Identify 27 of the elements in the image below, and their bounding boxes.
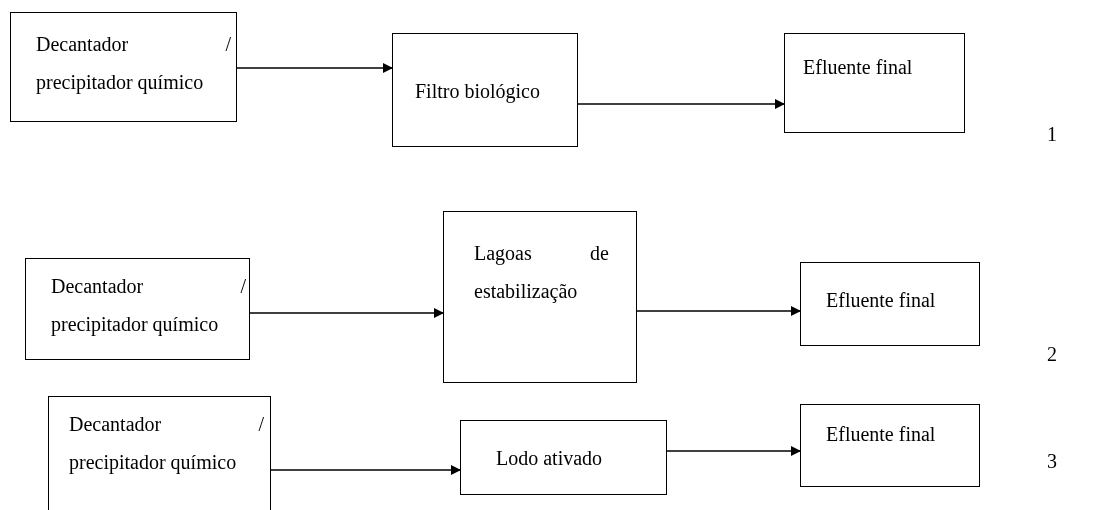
box-label: Lodo ativado [496, 446, 604, 471]
process-box [800, 404, 980, 487]
arrow [577, 99, 785, 109]
process-box [392, 33, 578, 147]
process-box [800, 262, 980, 346]
arrow [270, 465, 461, 475]
box-label: Decantador / precipitador químico [69, 412, 264, 476]
arrow [636, 306, 801, 316]
box-label: Filtro biológico [415, 79, 541, 105]
arrow [666, 446, 801, 456]
box-label: Decantador / precipitador químico [51, 274, 246, 338]
box-label: Decantador / precipitador químico [36, 32, 231, 96]
process-box [10, 12, 237, 122]
process-box [25, 258, 250, 360]
row-number: 1 [1047, 123, 1057, 146]
row-number: 2 [1047, 343, 1057, 366]
process-box [48, 396, 271, 510]
box-label: Efluente final [826, 422, 937, 447]
box-label: Efluente final [803, 55, 914, 80]
process-box [460, 420, 667, 495]
box-label: Efluente final [826, 288, 937, 313]
arrow [236, 63, 393, 73]
process-box [784, 33, 965, 133]
process-box [443, 211, 637, 383]
box-label: Lagoas de estabilização [474, 241, 609, 305]
arrow [249, 308, 444, 318]
row-number: 3 [1047, 450, 1057, 473]
